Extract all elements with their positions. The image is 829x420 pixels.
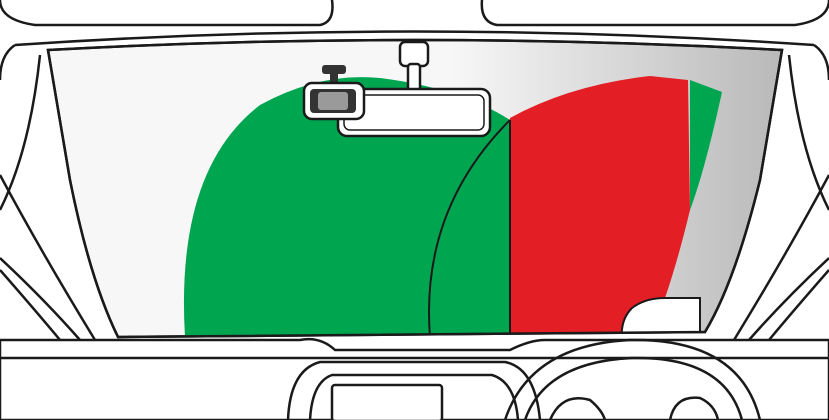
steering-wheel-hub-right — [668, 396, 720, 420]
dash-cam-mount-arm — [330, 73, 338, 85]
steering-wheel-icon — [503, 338, 762, 420]
left-a-pillar-inner — [0, 54, 42, 211]
left-side-window-line-2 — [0, 269, 61, 341]
dash-cam-lens — [318, 92, 348, 110]
allowed-zone-strip — [690, 80, 722, 210]
steering-wheel-inner — [523, 356, 744, 420]
right-door-line — [732, 174, 829, 341]
right-side-window-line-2 — [768, 269, 829, 341]
rear-view-mirror-icon — [336, 40, 492, 138]
roof-lining-left — [0, 0, 334, 27]
roof-lining-right — [480, 0, 829, 27]
infotainment-screen — [330, 383, 444, 420]
right-a-pillar — [813, 43, 829, 81]
allowed-zone-large — [183, 77, 510, 337]
right-side-window-line — [748, 257, 829, 341]
sweep-arc-outline — [428, 119, 511, 337]
car-frame — [0, 0, 829, 341]
left-a-pillar — [0, 43, 16, 81]
steering-arc-cutout — [620, 297, 701, 337]
right-a-pillar-inner — [787, 54, 829, 211]
restricted-zone — [510, 76, 690, 337]
left-side-window-line — [0, 257, 81, 341]
mirror-stem — [398, 40, 430, 68]
dash-cam-mount — [322, 65, 346, 74]
steering-wheel-outer — [503, 338, 762, 420]
left-door-line — [0, 174, 97, 341]
windscreen-outline — [46, 38, 784, 339]
zones — [183, 76, 722, 337]
windscreen-outer-frame — [14, 30, 815, 47]
dash-cam-icon — [302, 65, 366, 121]
steering-wheel-hub-left — [548, 397, 607, 420]
